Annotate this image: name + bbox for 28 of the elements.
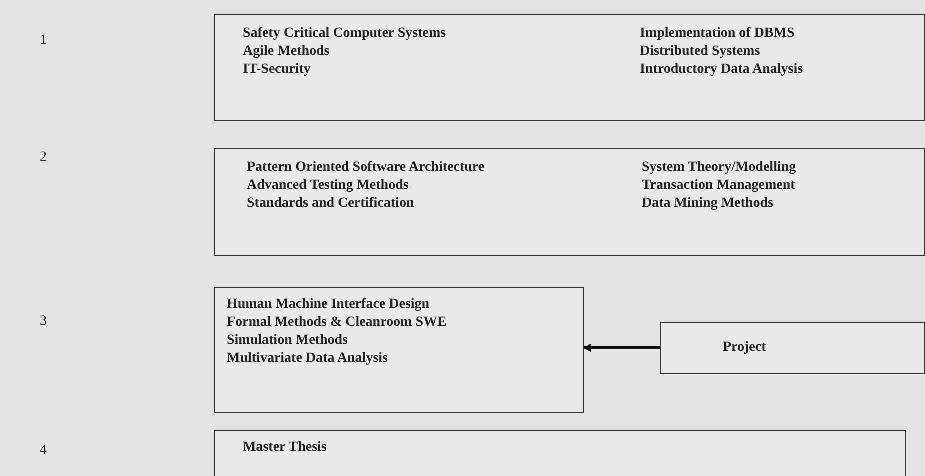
course-name: Introductory Data Analysis [640, 61, 804, 79]
course-name: Transaction Management [642, 177, 796, 195]
course-name: Master Thesis [243, 439, 327, 457]
course-name: Formal Methods & Cleanroom SWE [227, 314, 447, 332]
course-box [214, 430, 906, 476]
course-box [214, 287, 584, 413]
course-name: Implementation of DBMS [640, 25, 795, 43]
course-name: Standards and Certification [247, 195, 414, 213]
course-name: Pattern Oriented Software Architecture [247, 159, 485, 177]
course-name: Distributed Systems [640, 43, 760, 61]
course-name: Multivariate Data Analysis [227, 350, 388, 368]
course-name: IT-Security [243, 61, 311, 79]
course-name: Advanced Testing Methods [247, 177, 409, 195]
course-box [660, 322, 925, 374]
semester-number: 2 [40, 150, 47, 166]
course-name: Simulation Methods [227, 332, 348, 350]
course-name: Safety Critical Computer Systems [243, 25, 446, 43]
semester-number: 4 [40, 443, 47, 459]
course-name: System Theory/Modelling [642, 159, 796, 177]
course-box [214, 14, 925, 121]
course-name: Human Machine Interface Design [227, 296, 430, 314]
course-name: Data Mining Methods [642, 195, 774, 213]
arrow [583, 344, 660, 352]
semester-number: 1 [40, 33, 47, 49]
course-name: Agile Methods [243, 43, 330, 61]
semester-number: 3 [40, 314, 47, 330]
course-box [214, 148, 925, 256]
course-name: Project [723, 339, 766, 357]
